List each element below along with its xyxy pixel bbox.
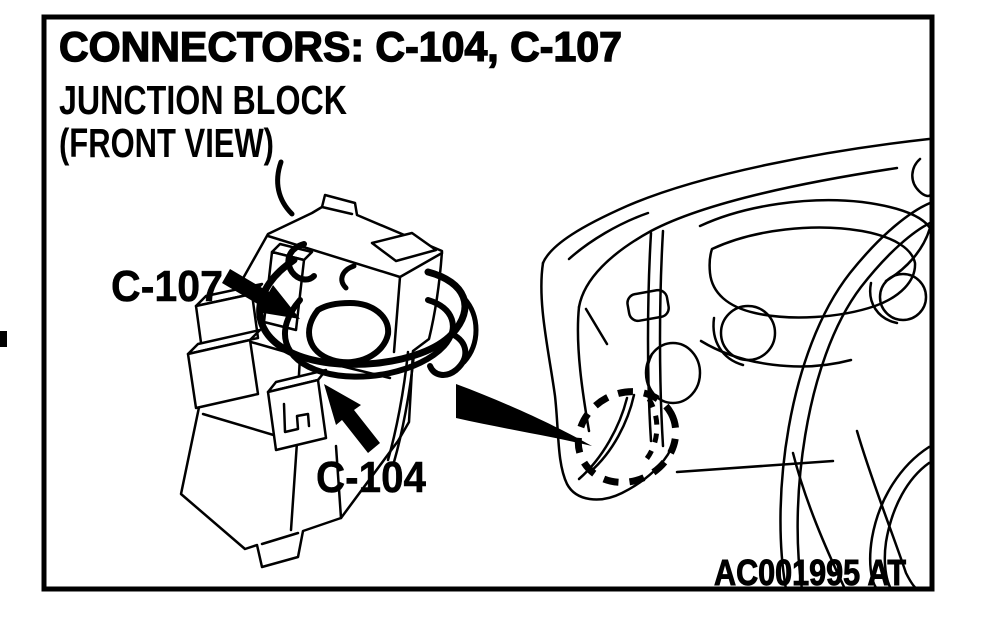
left-connector-box2-front (186, 338, 260, 410)
lower-connector-notch (282, 402, 311, 434)
steering-column-left-edge (791, 451, 846, 587)
harness-loop-middle (282, 297, 456, 380)
harness-loop-right-hook (461, 295, 479, 365)
pocket-inner-curve-1 (588, 393, 636, 474)
hanging-wire-1 (386, 350, 410, 462)
location-pointer-arrow (456, 384, 592, 446)
dash-top-inner-curve (577, 166, 899, 309)
wheel-bottom-crescent-inner (883, 461, 930, 587)
dash-left-pillar-outer (540, 261, 673, 501)
block-lower-right-edge (334, 444, 343, 520)
scan-artifact-mark (0, 331, 7, 347)
hanging-wire-2 (392, 352, 416, 464)
dash-upper-left-accent-curve (567, 211, 650, 261)
right-edge-hook-curve (911, 157, 930, 198)
steering-column-right-edge (855, 429, 917, 587)
side-vent-outline (626, 288, 670, 323)
round-vent-inner-arc (645, 352, 655, 395)
harness-loop-right-curl (427, 331, 469, 378)
block-fin-inner-edge (320, 205, 354, 216)
wheel-bottom-crescent-outer (868, 445, 930, 587)
gauge-dial-right (878, 272, 928, 322)
pocket-inner-curve-2 (577, 396, 629, 481)
dashboard-drawing (540, 137, 930, 587)
gauge-dial-left-ring (712, 316, 745, 367)
pillar-diagonal-tick (584, 307, 609, 346)
block-top-front-edge (266, 234, 402, 279)
callout-label-c104: C-104 (316, 453, 426, 502)
top-face-connector-box (370, 231, 438, 263)
harness-loop-top-curl (339, 263, 357, 291)
figure-subtitle: JUNCTION BLOCK (59, 77, 347, 123)
gauge-dial-right-ring (868, 281, 899, 325)
block-bottom-tab-edge (260, 531, 300, 546)
block-top-right-edge (398, 251, 444, 279)
harness-loop-upper-left-curl (285, 241, 317, 283)
center-stack-right-edge (658, 229, 665, 448)
steering-wheel-rim-outer (779, 201, 930, 587)
under-cluster-curve (699, 339, 853, 368)
harness-wire-top (275, 159, 295, 217)
block-right-front-edge (392, 275, 402, 354)
callout-label-c107: C-107 (111, 262, 223, 311)
dash-knee-panel-line (675, 459, 835, 474)
gauge-binnacle-outline (708, 226, 917, 319)
cluster-hood-outer (698, 198, 930, 230)
dashed-location-inner-arc (643, 397, 660, 463)
c107-callout-arrow (222, 269, 300, 319)
steering-wheel-rim-inner (796, 221, 930, 587)
figure-title: CONNECTORS: C-104, C-107 (59, 23, 622, 70)
figure-frame-border (41, 14, 935, 592)
figure-view-note: (FRONT VIEW) (59, 120, 274, 166)
harness-loop-inner (306, 299, 392, 366)
center-stack-left-edge (646, 231, 653, 443)
dash-top-outer-curve (541, 137, 930, 265)
junction-block-location-marker (574, 388, 680, 486)
c104-callout-arrow (324, 384, 380, 453)
dashed-location-ellipse (574, 388, 680, 486)
block-lower-slab-front-edge (289, 440, 299, 532)
